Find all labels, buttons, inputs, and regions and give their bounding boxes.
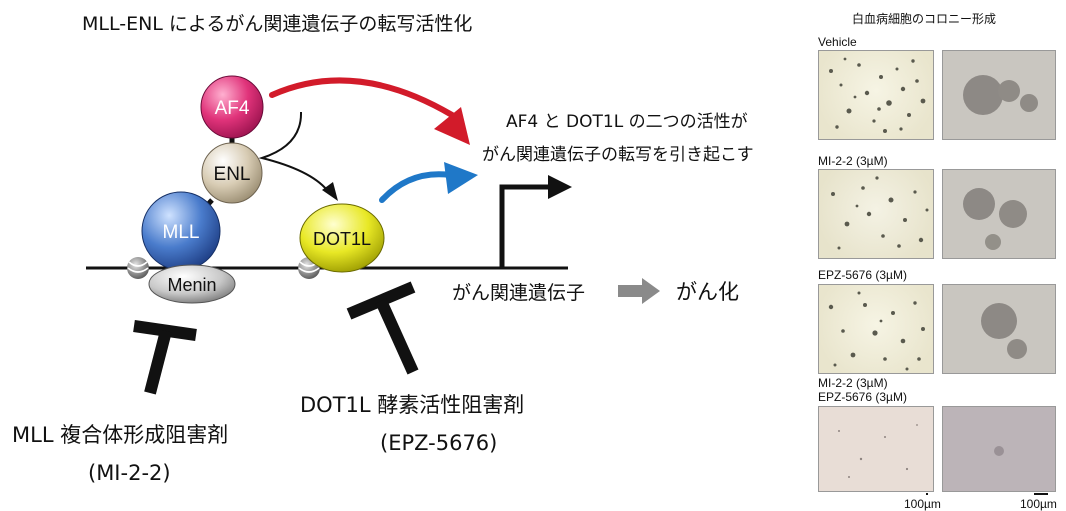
menin-label: Menin <box>167 275 216 295</box>
colonies-epz-5676-high <box>981 303 1027 359</box>
dot1l-protein: DOT1L <box>299 203 385 273</box>
dot1l-label: DOT1L <box>313 229 371 249</box>
colonies-epz-5676-low <box>828 291 925 371</box>
blue-arrowhead <box>444 162 478 194</box>
micrograph-vehicle-high <box>942 50 1056 140</box>
row-label-mi-2-2: MI-2-2 (3µM) <box>818 154 888 168</box>
colonies-mi-2-2-low <box>831 176 929 250</box>
mll-protein: MLL <box>141 191 221 271</box>
dot1l-inhibitor-compound: (EPZ-5676) <box>380 431 497 455</box>
mll-inhibitor-compound: (MI-2-2) <box>88 461 171 485</box>
menin-protein: Menin <box>148 264 236 304</box>
scale-bar-left-label: 100µm <box>904 497 941 511</box>
af4-protein: AF4 <box>200 75 264 139</box>
mll-label: MLL <box>163 222 200 243</box>
enl-label: ENL <box>214 164 251 185</box>
diagram-title: MLL-ENL によるがん関連遺伝子の転写活性化 <box>82 13 472 35</box>
red-arrow <box>269 77 455 118</box>
gene-label: がん関連遺伝子 <box>452 282 585 304</box>
annotation-line2: がん関連遺伝子の転写を引き起こす <box>482 145 754 165</box>
blue-arrow <box>379 171 453 203</box>
scale-bar-right-label: 100µm <box>1020 497 1057 511</box>
outcome-label: がん化 <box>676 280 739 304</box>
red-arrowhead <box>434 107 470 145</box>
mll-inhibitor-t-symbol <box>133 320 197 395</box>
colonies-combo-high <box>994 446 1004 456</box>
enl-protein: ENL <box>201 142 263 204</box>
scale-bar-right-line <box>1034 493 1048 495</box>
colonies-vehicle-high <box>963 75 1038 115</box>
transcription-start-arrowhead <box>548 175 572 199</box>
gray-arrow <box>618 278 660 304</box>
micrograph-vehicle-low <box>818 50 934 140</box>
micrograph-epz-5676-low <box>818 284 934 374</box>
dot1l-inhibitor-label: DOT1L 酵素活性阻害剤 <box>300 393 524 417</box>
colonies-mi-2-2-high <box>963 188 1027 250</box>
micrograph-mi-2-2-low <box>818 169 934 259</box>
scale-bar-left-line <box>926 493 928 495</box>
panel-title: 白血病細胞のコロニー形成 <box>852 12 997 26</box>
micrograph-combo-low <box>818 406 934 492</box>
row-label-vehicle: Vehicle <box>818 35 857 49</box>
dot1l-inhibitor-t-symbol <box>346 281 419 375</box>
transcription-start-arrow <box>499 184 552 268</box>
mll-inhibitor-label: MLL 複合体形成阻害剤 <box>12 423 228 447</box>
micrograph-mi-2-2-high <box>942 169 1056 259</box>
row-label-combo-1: MI-2-2 (3µM) <box>818 376 888 390</box>
micrograph-combo-high <box>942 406 1056 492</box>
micrograph-epz-5676-high <box>942 284 1056 374</box>
af4-label: AF4 <box>215 98 250 119</box>
af4-to-dot1l-arrowhead <box>322 182 338 201</box>
colonies-vehicle-low <box>829 57 926 133</box>
colonies-combo-low <box>838 424 918 478</box>
row-label-combo-2: EPZ-5676 (3µM) <box>818 390 907 404</box>
diagram: MLL-ENL によるがん関連遺伝子の転写活性化 AF4 ENL MLL Men… <box>12 13 754 485</box>
af4-to-dot1l-arrow <box>258 111 328 191</box>
annotation-line1: AF4 と DOT1L の二つの活性が <box>506 112 748 132</box>
nucleosome-left <box>127 257 149 279</box>
colony-panel: 白血病細胞のコロニー形成 Vehicle MI-2-2 (3µM) <box>812 0 1066 511</box>
row-label-epz-5676: EPZ-5676 (3µM) <box>818 268 907 282</box>
